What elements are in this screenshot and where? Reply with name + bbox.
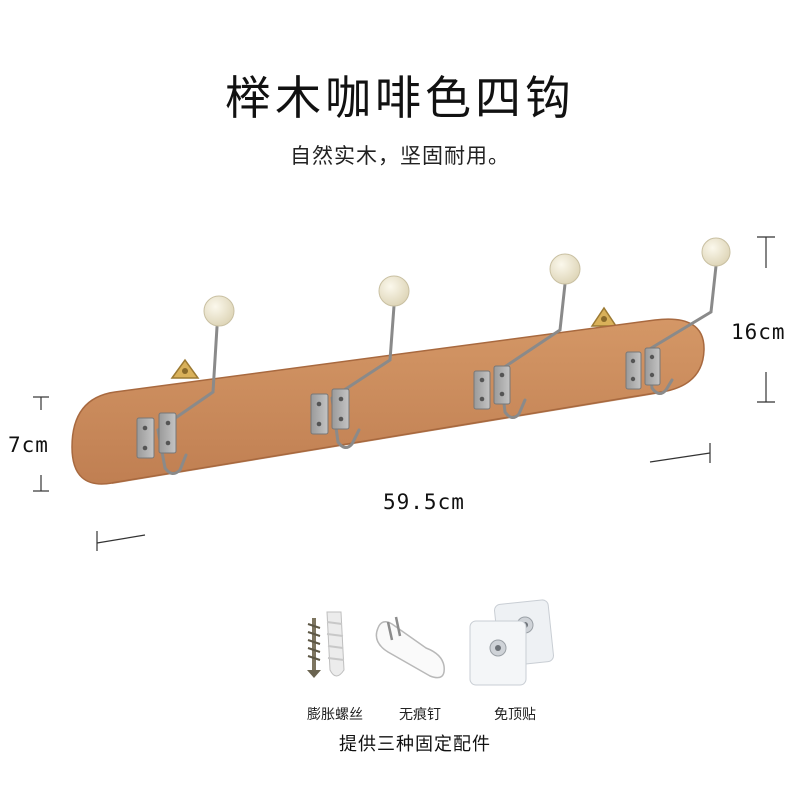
hook-1	[136, 295, 235, 475]
height-dimension-label: 16cm	[731, 320, 786, 344]
hook-4	[625, 237, 731, 395]
depth-dimension-label: 7cm	[8, 433, 49, 457]
depth-dimension-marker	[33, 396, 49, 492]
hook-2	[310, 275, 410, 449]
accessory-label-adhesive-pad: 免顶贴	[494, 707, 536, 723]
adhesive-pad-icon	[469, 599, 554, 686]
accessory-label-expansion-screw: 膨胀螺丝	[307, 707, 363, 723]
width-dimension-label: 59.5cm	[383, 490, 465, 514]
accessories-caption: 提供三种固定配件	[339, 734, 491, 755]
product-title: 榉木咖啡色四钩	[225, 71, 575, 125]
traceless-nail-icon	[375, 616, 445, 679]
hook-3	[473, 253, 581, 419]
product-subtitle: 自然实木，坚固耐用。	[290, 144, 510, 168]
width-dimension-marker	[96, 443, 711, 551]
brass-hanger-left	[170, 358, 200, 379]
wooden-board	[71, 318, 705, 485]
height-dimension-marker	[757, 236, 775, 403]
accessory-label-traceless-nail: 无痕钉	[399, 707, 441, 723]
expansion-screw-icon	[307, 611, 345, 678]
brass-hanger-right	[590, 306, 618, 327]
